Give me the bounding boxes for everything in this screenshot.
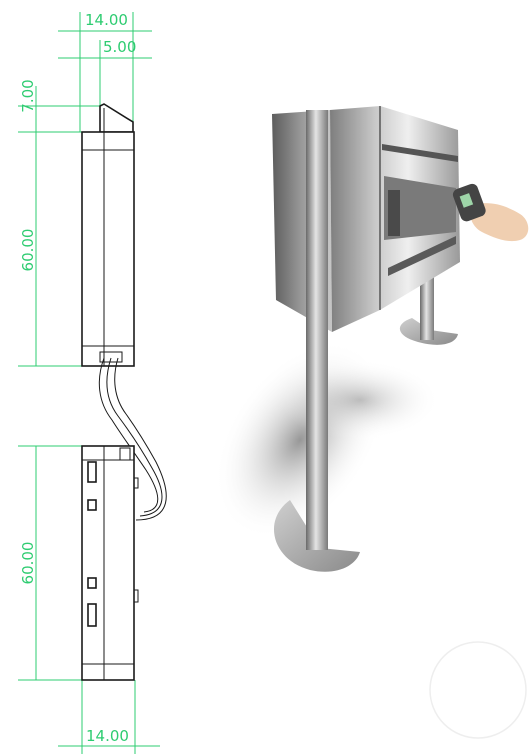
upper-box [81,103,135,367]
dim-upper-height: 60.00 [18,132,82,367]
hand-with-key [452,183,529,242]
post-base [273,500,360,572]
mailbox-slot-2 [384,176,456,240]
mailbox-render [214,106,529,739]
dim-lower-height-label: 60.00 [19,542,37,585]
dim-top-width-label: 14.00 [85,11,128,29]
dim-bottom-width-label: 14.00 [86,727,129,745]
dim-upper-height-label: 60.00 [19,229,37,272]
dim-top-inner-width: 5.00 [58,38,152,106]
main-post [306,110,328,550]
dim-lower-height: 60.00 [18,445,82,681]
mailbox-panel [388,190,400,236]
mailbox-slot-1 [382,144,458,162]
dim-top-width: 14.00 [58,11,152,132]
rear-post [420,266,434,340]
ground-shadow-2 [280,360,440,440]
cable [98,351,167,521]
side-view: 14.00 5.00 7.00 60.00 60.00 [18,11,167,754]
dim-tab-height: 7.00 [18,79,100,140]
mailbox-slot-3 [388,236,456,276]
dim-tab-height-label: 7.00 [19,79,37,112]
watermark-circle [429,641,527,739]
dim-top-inner-width-label: 5.00 [103,38,136,56]
dim-bottom-width: 14.00 [58,680,160,754]
lower-box [81,445,139,681]
